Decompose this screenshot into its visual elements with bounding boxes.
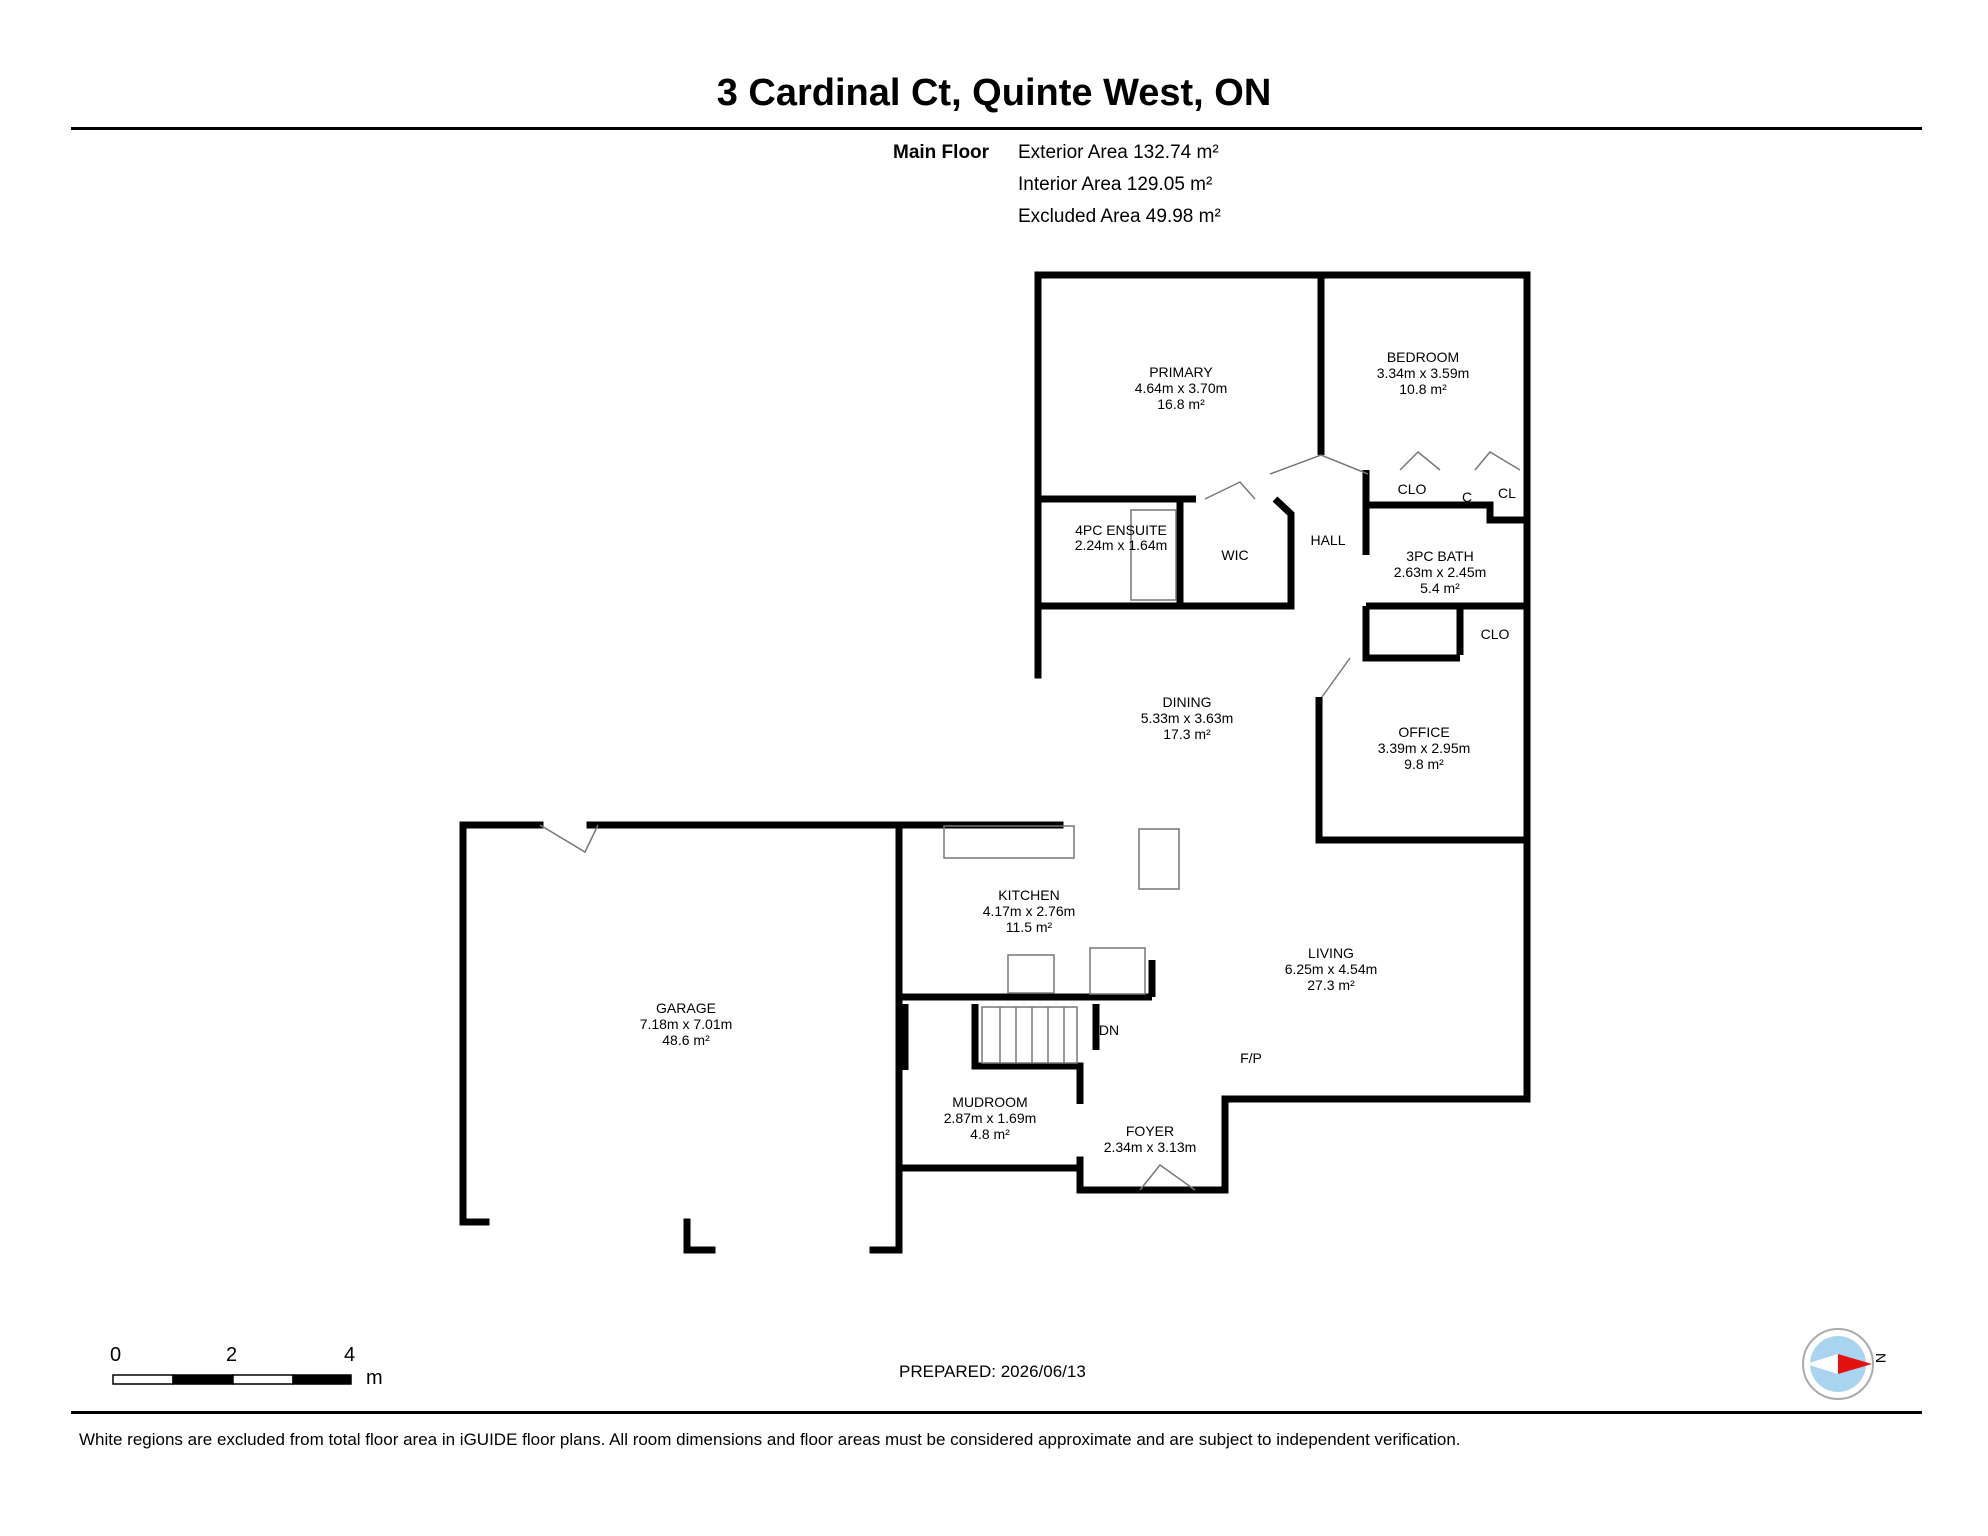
door-swing-wic	[1204, 481, 1256, 500]
room-name-living: LIVING	[1308, 945, 1354, 961]
room-dims-kitchen: 4.17m x 2.76m	[983, 903, 1076, 919]
room-area-kitchen: 11.5 m²	[1006, 919, 1053, 935]
room-dims-foyer: 2.34m x 3.13m	[1104, 1139, 1197, 1155]
room-name-office: OFFICE	[1398, 724, 1449, 740]
room-name-bedroom: BEDROOM	[1387, 349, 1459, 365]
kitchen-island	[1138, 828, 1180, 890]
door-swing-garage	[539, 824, 599, 854]
scale-label-2: 2	[226, 1344, 238, 1366]
scale-label-4: 4	[344, 1344, 356, 1366]
room-area-living: 27.3 m²	[1307, 977, 1355, 993]
mudroom-south	[895, 1164, 1084, 1194]
kitchen-counter	[943, 825, 1075, 859]
room-dims-office: 3.39m x 2.95m	[1378, 740, 1471, 756]
room-name-mudroom: MUDROOM	[952, 1094, 1027, 1110]
wall-wic	[1180, 496, 1295, 610]
room-name-hall: HALL	[1310, 532, 1345, 548]
page-title: 3 Cardinal Ct, Quinte West, ON	[716, 72, 1272, 114]
room-area-primary: 16.8 m²	[1157, 396, 1205, 412]
wall-stairs	[971, 1004, 1084, 1104]
room-name-primary: PRIMARY	[1149, 364, 1213, 380]
room-name-foyer: FOYER	[1126, 1123, 1174, 1139]
room-labels: PRIMARY 4.64m x 3.70m 16.8 m² BEDROOM 3.…	[640, 349, 1516, 1155]
room-area-bedroom: 10.8 m²	[1399, 381, 1447, 397]
exterior-walls	[459, 271, 1531, 1254]
room-name-kitchen: KITCHEN	[998, 887, 1059, 903]
stairs-down-label: DN	[1099, 1022, 1119, 1038]
room-name-clo2: CLO	[1481, 626, 1510, 642]
room-name-bath: 3PC BATH	[1406, 548, 1473, 564]
floor-name: Main Floor	[893, 142, 990, 163]
room-dims-dining: 5.33m x 3.63m	[1141, 710, 1234, 726]
door-swing-bath	[1399, 450, 1441, 471]
room-area-dining: 17.3 m²	[1163, 726, 1211, 742]
door-swing-foyer	[1139, 1163, 1196, 1191]
scale-seg-3	[232, 1374, 294, 1385]
room-dims-ensuite: 2.24m x 1.64m	[1075, 537, 1168, 553]
room-area-bath: 5.4 m²	[1420, 580, 1460, 596]
scale-seg-4	[292, 1374, 352, 1385]
prepared-date: PREPARED: 2026/06/13	[899, 1362, 1086, 1381]
door-swing-cl	[1474, 451, 1521, 471]
room-dims-bedroom: 3.34m x 3.59m	[1377, 365, 1470, 381]
wall-office-north	[1362, 606, 1460, 662]
wall-north-upper	[1034, 271, 1531, 1194]
door-swing-primary	[1269, 454, 1369, 475]
wall-bath-north	[1362, 470, 1527, 524]
scale-unit: m	[366, 1367, 383, 1389]
compass-label: N	[1873, 1352, 1890, 1364]
room-name-dining: DINING	[1163, 694, 1212, 710]
garage-step	[683, 1218, 716, 1254]
room-name-wic: WIC	[1221, 547, 1248, 563]
scale-label-0: 0	[110, 1344, 122, 1366]
room-name-ensuite: 4PC ENSUITE	[1075, 522, 1167, 538]
garage-outline	[459, 821, 544, 1226]
room-dims-primary: 4.64m x 3.70m	[1135, 380, 1228, 396]
interior-area: Interior Area 129.05 m²	[1018, 174, 1213, 195]
exterior-area: Exterior Area 132.74 m²	[1018, 142, 1219, 163]
stove	[1007, 954, 1055, 994]
room-dims-living: 6.25m x 4.54m	[1285, 961, 1378, 977]
room-name-cl: CL	[1498, 485, 1516, 501]
room-name-clo1: CLO	[1398, 481, 1427, 497]
room-name-c: C	[1462, 489, 1472, 505]
wall-office-west	[1315, 697, 1527, 844]
scale-seg-1	[112, 1374, 174, 1385]
room-area-office: 9.8 m²	[1404, 756, 1444, 772]
door-swing-office	[1321, 657, 1351, 698]
room-dims-mudroom: 2.87m x 1.69m	[944, 1110, 1037, 1126]
compass-icon	[1802, 1328, 1874, 1400]
header-divider	[71, 127, 1922, 130]
room-area-mudroom: 4.8 m²	[970, 1126, 1010, 1142]
bathtub	[1130, 509, 1177, 601]
excluded-area: Excluded Area 49.98 m²	[1018, 206, 1221, 227]
staircase	[981, 1006, 1078, 1064]
interior-walls	[899, 275, 1527, 1104]
fridge	[1089, 947, 1146, 995]
footer-divider	[71, 1411, 1922, 1414]
room-dims-garage: 7.18m x 7.01m	[640, 1016, 733, 1032]
compass-needle-south	[1806, 1354, 1838, 1374]
scale-seg-2	[172, 1374, 234, 1385]
room-name-garage: GARAGE	[656, 1000, 716, 1016]
fireplace-label: F/P	[1240, 1050, 1262, 1066]
compass-needle-north	[1838, 1354, 1872, 1374]
doors-and-fixtures	[539, 450, 1521, 1191]
disclaimer: White regions are excluded from total fl…	[79, 1430, 1461, 1449]
room-dims-bath: 2.63m x 2.45m	[1394, 564, 1487, 580]
room-area-garage: 48.6 m²	[662, 1032, 710, 1048]
scale-bar	[112, 1374, 352, 1385]
